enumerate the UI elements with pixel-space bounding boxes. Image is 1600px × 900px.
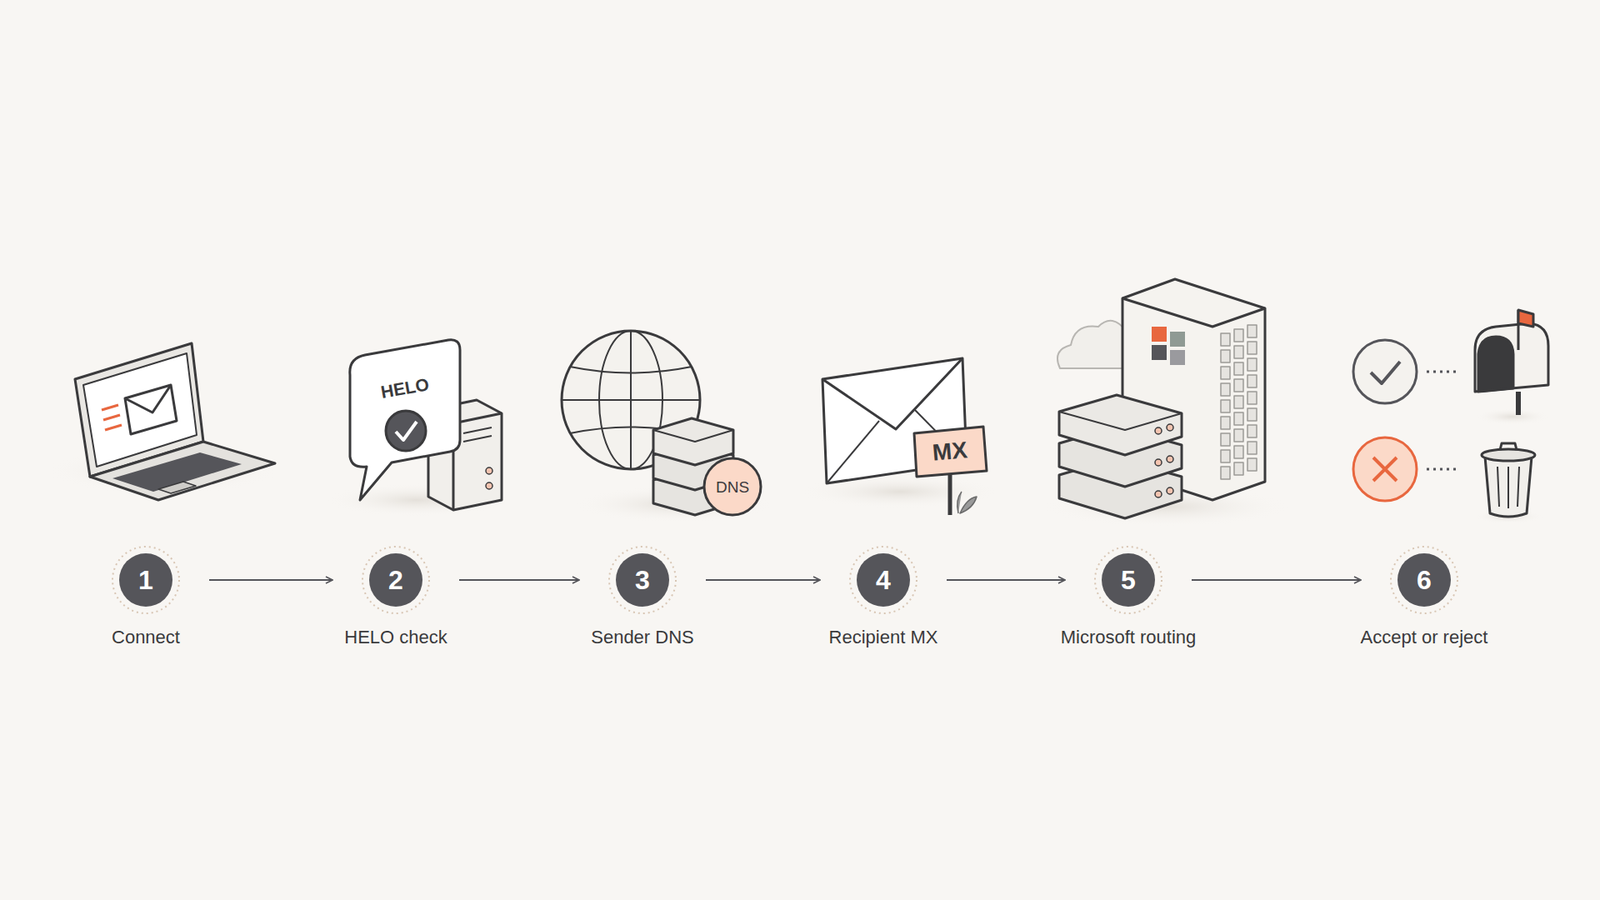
accept-reject-icon bbox=[1353, 310, 1550, 524]
helo-server-icon bbox=[325, 340, 509, 517]
step-number: 1 bbox=[110, 545, 181, 615]
step-circle: 3 bbox=[607, 545, 678, 615]
step-label: Accept or reject bbox=[1324, 626, 1525, 649]
step-node: 6Accept or reject bbox=[1324, 545, 1525, 649]
flow-arrow bbox=[459, 579, 580, 581]
step-label: Sender DNS bbox=[542, 626, 743, 649]
step-circle: 1 bbox=[110, 545, 181, 615]
step-circle: 2 bbox=[360, 545, 431, 615]
step-number: 4 bbox=[848, 545, 919, 615]
step-node: 4Recipient MX bbox=[783, 545, 984, 649]
icon-label: DNS bbox=[715, 478, 750, 497]
envelope-mx-icon bbox=[800, 358, 1000, 515]
step-node: 2HELO check bbox=[295, 545, 496, 649]
step-label: Recipient MX bbox=[783, 626, 984, 649]
flow-arrow bbox=[946, 579, 1065, 581]
step-circle: 5 bbox=[1093, 545, 1164, 615]
step-label: HELO check bbox=[295, 626, 496, 649]
microsoft-datacenter-icon bbox=[1041, 279, 1292, 527]
step-node: 1Connect bbox=[45, 545, 246, 649]
laptop-icon bbox=[45, 343, 280, 500]
step-number: 5 bbox=[1093, 545, 1164, 615]
flow-arrow bbox=[705, 579, 820, 581]
step-node: 5Microsoft routing bbox=[1028, 545, 1229, 649]
step-label: Microsoft routing bbox=[1028, 626, 1229, 649]
step-label: Connect bbox=[45, 626, 246, 649]
step-node: 3Sender DNS bbox=[542, 545, 743, 649]
step-number: 3 bbox=[607, 545, 678, 615]
icon-label: MX bbox=[931, 436, 970, 467]
step-number: 2 bbox=[360, 545, 431, 615]
icon-label: HELO bbox=[379, 374, 431, 403]
step-number: 6 bbox=[1389, 545, 1460, 615]
flow-arrow bbox=[209, 579, 333, 581]
step-circle: 6 bbox=[1389, 545, 1460, 615]
step-circle: 4 bbox=[848, 545, 919, 615]
globe-dns-icon bbox=[561, 330, 775, 523]
flow-arrow bbox=[1191, 579, 1361, 581]
